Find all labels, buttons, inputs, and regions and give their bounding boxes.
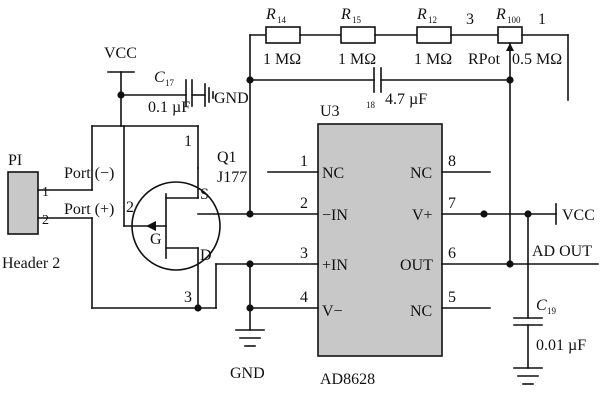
opamp-pins-left: 1 NC 2 −IN 3 +IN 4 V−	[249, 153, 348, 320]
c18-value: 4.7 µF	[385, 91, 427, 108]
r15-sub: 15	[352, 15, 362, 25]
port-plus-label: Port (+)	[64, 201, 114, 218]
resistor-r15	[340, 26, 376, 44]
q1-pin1: 1	[184, 133, 192, 150]
rpot-pin3: 3	[466, 11, 474, 28]
r100-sub: 100	[507, 15, 521, 25]
opamp-pin-name: −IN	[322, 207, 348, 224]
gnd-symbol-bottom-left	[235, 329, 265, 347]
opamp-pin-num: 4	[300, 289, 308, 306]
header-pin1: 1	[42, 185, 49, 200]
opamp-pin-num: 1	[300, 153, 308, 170]
q1-pin3: 3	[184, 289, 192, 306]
q1-g-label: G	[150, 231, 162, 248]
r14-letter: R	[265, 6, 276, 23]
opamp-pins-right: 8 NC 7 V+ 6 OUT 5 NC	[400, 153, 599, 320]
jfet-q1	[123, 125, 221, 309]
r14-value: 1 MΩ	[263, 51, 301, 68]
gnd-bottom-label: GND	[230, 365, 265, 382]
jfet-gate-arrow	[146, 221, 156, 231]
opamp-pin-name: NC	[410, 303, 432, 320]
q1-pin2: 2	[126, 199, 134, 216]
q1-part: J177	[217, 169, 247, 186]
gnd-symbol-bottom-right	[513, 367, 543, 385]
opamp-pin-num: 5	[448, 289, 456, 306]
potentiometer-r100	[497, 26, 523, 81]
opamp-pin-num: 2	[300, 195, 308, 212]
r12-value: 1 MΩ	[414, 51, 452, 68]
opamp-pin-name: OUT	[400, 257, 433, 274]
vcc-right-label: VCC	[562, 207, 595, 224]
u3-ref: U3	[320, 103, 340, 120]
r12-sub: 12	[428, 15, 437, 25]
q1-ref: Q1	[217, 149, 237, 166]
r15-letter: R	[340, 6, 351, 23]
vcc-top-label: VCC	[104, 45, 137, 62]
resistor-r12	[416, 26, 452, 44]
header-name: Header 2	[2, 255, 60, 272]
opamp-pin-num: 8	[448, 153, 456, 170]
opamp-pin-num: 7	[448, 195, 456, 212]
capacitor-c19	[513, 317, 543, 326]
header-body	[7, 171, 39, 235]
c19-sub: 19	[547, 306, 557, 316]
opamp-pin-num: 6	[448, 245, 456, 262]
rpot-pin1: 1	[538, 11, 546, 28]
opamp-pin-name: NC	[410, 165, 432, 182]
r14-sub: 14	[277, 15, 287, 25]
c17-letter: C	[154, 69, 165, 86]
gnd-top-label: GND	[214, 90, 249, 107]
ad-out-label: AD OUT	[532, 243, 592, 260]
opamp-pin-name: V+	[412, 207, 433, 224]
opamp-pin-name: NC	[322, 165, 344, 182]
opamp-pin-name: +IN	[322, 257, 348, 274]
c19-value: 0.01 µF	[536, 337, 586, 354]
opamp-pin-num: 3	[300, 245, 308, 262]
opamp-body	[317, 123, 443, 357]
c18-sub: 18	[366, 100, 376, 110]
r15-value: 1 MΩ	[338, 51, 376, 68]
rpot-label: RPot	[468, 51, 501, 68]
r100-letter: R	[495, 6, 506, 23]
gnd-symbol-top	[204, 83, 214, 107]
q1-d-label: D	[200, 247, 212, 264]
resistor-r14	[265, 26, 301, 44]
u3-part: AD8628	[320, 371, 375, 388]
capacitor-c17	[185, 79, 193, 107]
header-connector: PI 1 2 Header 2	[2, 152, 60, 272]
q1-s-label: S	[200, 186, 209, 203]
header-ref: PI	[8, 152, 22, 169]
rpot-value: 0.5 MΩ	[512, 51, 562, 68]
c17-value: 0.1 µF	[148, 99, 190, 116]
r12-letter: R	[416, 6, 427, 23]
opamp-pin-name: V−	[322, 303, 343, 320]
header-pin2: 2	[42, 213, 49, 228]
capacitor-c18	[373, 67, 382, 93]
c17-sub: 17	[165, 78, 175, 88]
c19-letter: C	[536, 297, 547, 314]
port-minus-label: Port (−)	[64, 165, 114, 182]
